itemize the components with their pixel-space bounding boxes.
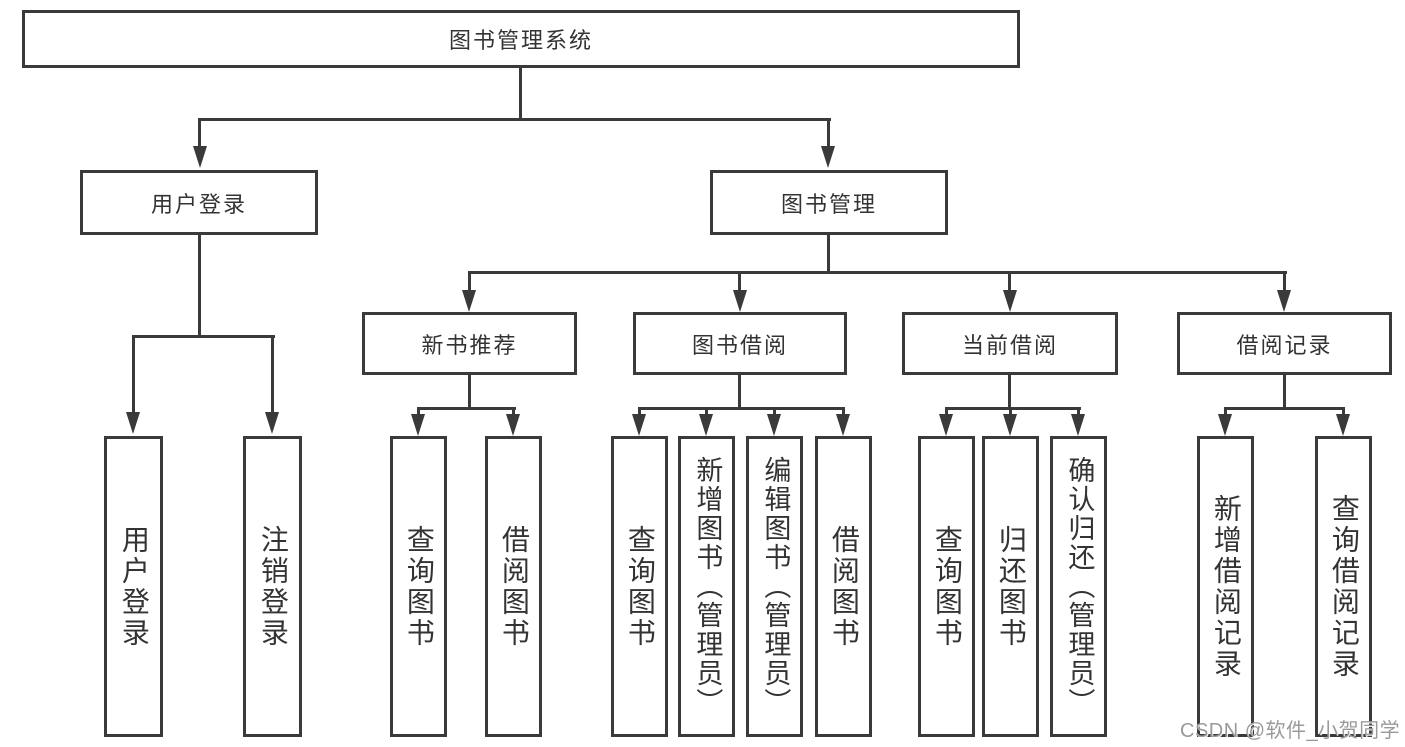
leaf-query-borrow-record: 查询借阅记录 [1315, 436, 1372, 737]
connector-current-borrow-branch [945, 407, 1081, 410]
connector-bb-leaf4 [842, 407, 845, 418]
arrowhead-book-borrow [733, 290, 747, 312]
connector-bb-leaf3 [773, 407, 776, 418]
connector-to-leaf-user-login [132, 335, 135, 414]
connector-new-book-trunk [468, 375, 471, 410]
leaf-query-books-current: 查询图书 [918, 436, 975, 737]
connector-cb-leaf3 [1077, 407, 1080, 418]
connector-to-book-management [827, 118, 830, 148]
arrowhead-br-leaf1 [1218, 414, 1232, 436]
leaf-user-login: 用户登录 [104, 436, 163, 737]
node-borrow-records: 借阅记录 [1177, 312, 1392, 375]
connector-cb-leaf1 [945, 407, 948, 418]
connector-to-user-login [198, 118, 201, 148]
connector-current-borrow-trunk [1008, 375, 1011, 410]
connector-to-borrow-records [1283, 271, 1286, 292]
connector-nb-leaf1 [417, 407, 420, 418]
connector-bb-leaf2 [705, 407, 708, 418]
leaf-query-books-borrow: 查询图书 [611, 436, 668, 737]
connector-root-trunk [519, 68, 522, 121]
leaf-logout-login: 注销登录 [243, 436, 302, 737]
arrowhead-bb-leaf2 [699, 414, 713, 436]
arrowhead-borrow-records [1277, 290, 1291, 312]
connector-to-leaf-logout [271, 335, 274, 414]
connector-root-branch [198, 118, 831, 121]
leaf-borrow-books-recommend: 借阅图书 [485, 436, 542, 737]
arrowhead-bb-leaf3 [767, 414, 781, 436]
arrowhead-book-management [821, 146, 835, 168]
node-book-borrow: 图书借阅 [633, 312, 847, 375]
arrowhead-current-borrow [1003, 290, 1017, 312]
leaf-query-books-recommend: 查询图书 [390, 436, 447, 737]
node-new-book-recommend: 新书推荐 [362, 312, 577, 375]
arrowhead-br-leaf2 [1336, 414, 1350, 436]
connector-bb-leaf1 [638, 407, 641, 418]
connector-br-leaf2 [1342, 407, 1345, 418]
connector-user-login-trunk [198, 235, 201, 338]
node-user-login: 用户登录 [80, 170, 318, 235]
connector-user-login-branch [132, 335, 275, 338]
csdn-watermark: CSDN @软件_小贺同学 [1180, 720, 1401, 742]
connector-to-new-book [468, 271, 471, 292]
connector-book-mgmt-trunk [827, 235, 830, 274]
arrowhead-bb-leaf4 [836, 414, 850, 436]
connector-br-leaf1 [1224, 407, 1227, 418]
connector-cb-leaf2 [1009, 407, 1012, 418]
arrowhead-cb-leaf1 [939, 414, 953, 436]
connector-new-book-branch [417, 407, 516, 410]
connector-book-mgmt-branch [468, 271, 1287, 274]
connector-to-book-borrow [738, 271, 741, 292]
arrowhead-user-login [193, 146, 207, 168]
arrowhead-leaf-user-login [126, 412, 140, 434]
arrowhead-nb-leaf1 [411, 414, 425, 436]
node-current-borrow: 当前借阅 [902, 312, 1118, 375]
connector-book-borrow-branch [638, 407, 845, 410]
arrowhead-cb-leaf2 [1003, 414, 1017, 436]
leaf-add-books-admin: 新增图书（管理员） [678, 436, 735, 737]
arrowhead-new-book [462, 290, 476, 312]
connector-borrow-records-branch [1224, 407, 1344, 410]
connector-book-borrow-trunk [738, 375, 741, 410]
arrowhead-leaf-logout [265, 412, 279, 434]
arrowhead-nb-leaf2 [506, 414, 520, 436]
arrowhead-bb-leaf1 [632, 414, 646, 436]
arrowhead-cb-leaf3 [1071, 414, 1085, 436]
leaf-borrow-books: 借阅图书 [815, 436, 872, 737]
node-book-management: 图书管理 [710, 170, 948, 235]
connector-borrow-records-trunk [1283, 375, 1286, 410]
connector-to-current-borrow [1008, 271, 1011, 292]
leaf-edit-books-admin: 编辑图书（管理员） [746, 436, 803, 737]
connector-nb-leaf2 [512, 407, 515, 418]
node-library-management-system: 图书管理系统 [22, 10, 1020, 68]
leaf-return-books: 归还图书 [982, 436, 1039, 737]
leaf-add-borrow-record: 新增借阅记录 [1197, 436, 1254, 737]
leaf-confirm-return-admin: 确认归还（管理员） [1050, 436, 1107, 737]
